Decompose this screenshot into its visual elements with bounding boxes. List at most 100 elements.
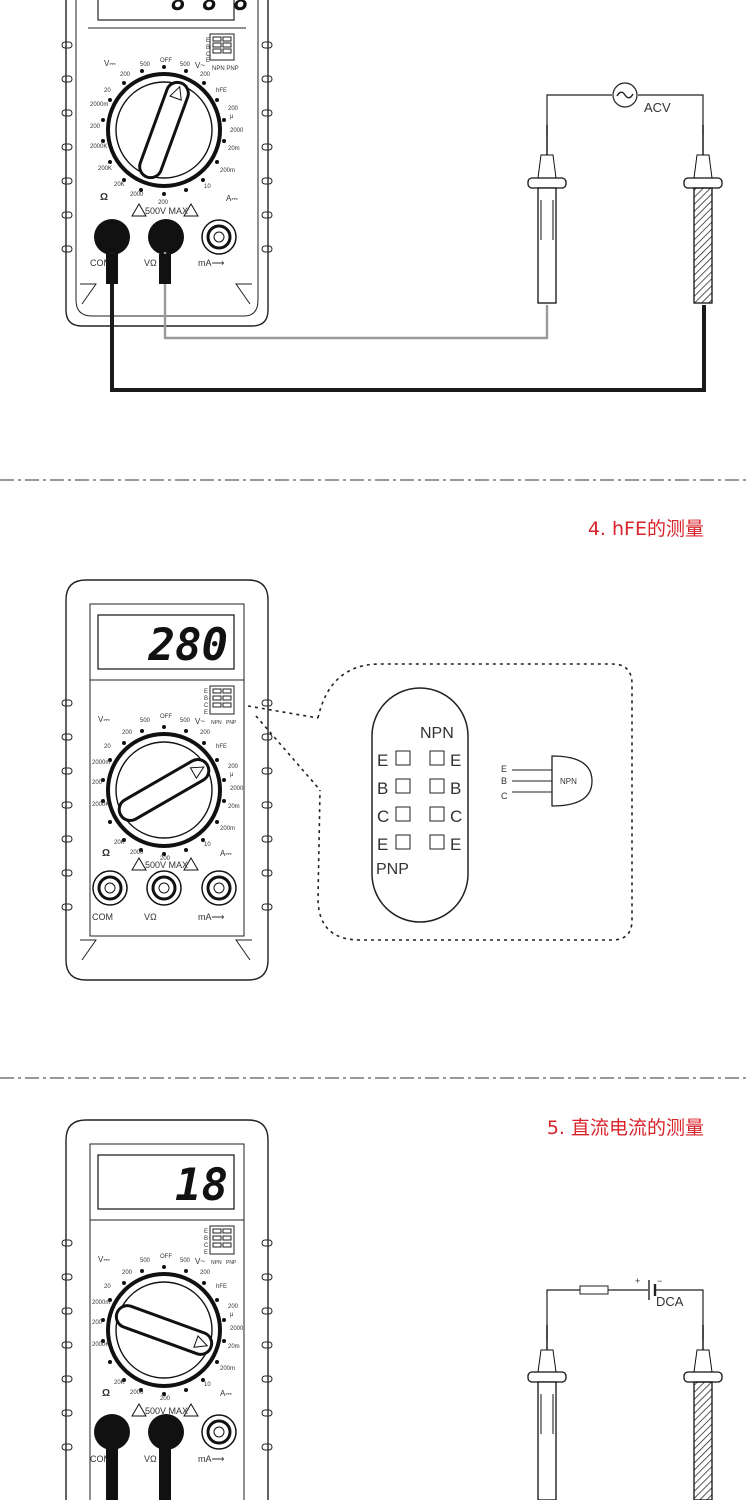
svg-text:200: 200 <box>200 730 211 736</box>
hfe-mini-socket: E B C E NPN PNP <box>204 1225 237 1266</box>
svg-text:VΩ: VΩ <box>144 258 157 268</box>
source-label-dca: DCA <box>656 1294 684 1309</box>
svg-text:200: 200 <box>200 72 211 78</box>
svg-text:2000K: 2000K <box>92 1342 109 1348</box>
svg-text:2000: 2000 <box>130 192 144 198</box>
svg-text:C: C <box>501 791 508 801</box>
socket-npn-label: NPN <box>420 725 454 742</box>
svg-text:B: B <box>204 1236 208 1242</box>
svg-text:20m: 20m <box>228 804 240 810</box>
svg-text:2000m: 2000m <box>92 1300 110 1306</box>
svg-text:2000m: 2000m <box>92 760 110 766</box>
svg-text:NPN: NPN <box>560 777 577 786</box>
svg-text:20m: 20m <box>228 1344 240 1350</box>
socket-pins-left: E B C E <box>377 750 411 854</box>
section-title-dca: 5. 直流电流的测量 <box>547 1117 704 1139</box>
svg-text:2000K: 2000K <box>90 144 107 150</box>
svg-text:NPN: NPN <box>211 720 222 726</box>
svg-text:2000m: 2000m <box>90 102 108 108</box>
probe-red <box>683 125 723 304</box>
svg-text:B: B <box>377 779 388 798</box>
svg-text:E: E <box>501 764 507 774</box>
svg-text:E: E <box>377 835 388 854</box>
svg-text:E: E <box>206 58 210 64</box>
section-acv: 8 8 8 E B C E <box>61 0 723 392</box>
transistor-icon: E B C NPN <box>501 755 593 807</box>
svg-text:mA⟶: mA⟶ <box>198 258 225 268</box>
range-labels: V⎓ 500 OFF 500 V~ 200 hFE 200 μ 2000 20m… <box>92 1254 244 1402</box>
svg-text:Ω: Ω <box>102 848 110 859</box>
multimeter-hfe: 280 E B C E NPN <box>61 579 273 981</box>
rotary-dial <box>101 65 226 196</box>
svg-text:10: 10 <box>204 184 211 190</box>
input-jacks: COM VΩ mA⟶ <box>92 870 237 922</box>
svg-text:VΩ: VΩ <box>144 912 157 922</box>
svg-text:VΩ: VΩ <box>144 1454 157 1464</box>
svg-text:−: − <box>657 1276 662 1286</box>
probe-black <box>527 125 567 304</box>
svg-text:200: 200 <box>200 1270 211 1276</box>
input-jacks: COM VΩ mA⟶ <box>90 1414 237 1464</box>
side-grips <box>61 41 273 253</box>
socket-pins-right: E B C E <box>429 750 462 854</box>
svg-text:2000: 2000 <box>130 850 144 856</box>
svg-text:200K: 200K <box>98 166 112 172</box>
section-title-hfe: 4. hFE的测量 <box>588 518 704 540</box>
svg-text:200: 200 <box>228 764 239 770</box>
svg-text:2000: 2000 <box>130 1390 144 1396</box>
svg-text:+: + <box>635 1276 640 1286</box>
svg-text:200: 200 <box>90 124 101 130</box>
lcd-display <box>97 0 235 21</box>
svg-text:2000: 2000 <box>230 786 244 792</box>
test-leads-dca: + − DCA <box>106 1276 723 1500</box>
svg-text:20m: 20m <box>228 146 240 152</box>
socket-callout <box>247 663 633 941</box>
svg-text:500: 500 <box>140 718 151 724</box>
svg-text:PNP: PNP <box>226 1260 237 1266</box>
svg-text:V⎓: V⎓ <box>98 1255 110 1264</box>
source-label-acv: ACV <box>644 100 671 115</box>
svg-text:μ: μ <box>230 114 234 120</box>
svg-text:OFF: OFF <box>160 714 172 720</box>
svg-text:500V MAX: 500V MAX <box>145 860 188 870</box>
svg-text:A⎓: A⎓ <box>220 849 232 858</box>
svg-text:200m: 200m <box>220 168 235 174</box>
svg-text:500: 500 <box>140 62 151 68</box>
svg-text:200: 200 <box>228 1304 239 1310</box>
svg-text:A⎓: A⎓ <box>220 1389 232 1398</box>
range-labels: V⎓ 500 OFF 500 V~ 200 hFE 200 μ 2000 20m… <box>92 714 244 862</box>
svg-text:V⎓: V⎓ <box>104 59 116 68</box>
svg-text:Ω: Ω <box>102 1388 110 1399</box>
side-grips <box>61 1239 273 1451</box>
svg-text:E: E <box>204 710 208 716</box>
svg-text:mA⟶: mA⟶ <box>198 912 225 922</box>
svg-text:COM: COM <box>90 1454 111 1464</box>
svg-text:500: 500 <box>140 1258 151 1264</box>
hfe-socket: NPN E B C E E B C E PNP <box>371 687 469 923</box>
svg-text:mA⟶: mA⟶ <box>198 1454 225 1464</box>
svg-text:C: C <box>204 1243 209 1249</box>
svg-text:E: E <box>204 689 208 695</box>
svg-text:μ: μ <box>230 772 234 778</box>
side-grips <box>61 699 273 911</box>
svg-text:500: 500 <box>180 718 191 724</box>
svg-text:500: 500 <box>180 1258 191 1264</box>
svg-text:C: C <box>204 703 209 709</box>
svg-text:E: E <box>450 835 461 854</box>
svg-text:200: 200 <box>228 106 239 112</box>
svg-text:20: 20 <box>104 1284 111 1290</box>
svg-text:V~: V~ <box>195 1257 205 1266</box>
probe-red <box>683 1325 723 1500</box>
svg-text:C: C <box>450 807 462 826</box>
svg-text:E: E <box>204 1250 208 1256</box>
svg-text:B: B <box>204 696 208 702</box>
svg-text:500V MAX: 500V MAX <box>145 1406 188 1416</box>
rotary-dial <box>101 725 226 856</box>
svg-text:2000K: 2000K <box>92 802 109 808</box>
svg-text:20K: 20K <box>114 182 125 188</box>
lcd-value: 18 <box>175 1160 228 1211</box>
hfe-mini-socket: E B C E NPN PNP <box>206 33 239 72</box>
svg-text:E: E <box>206 38 210 44</box>
svg-text:20K: 20K <box>114 1380 125 1386</box>
svg-text:200m: 200m <box>220 1366 235 1372</box>
